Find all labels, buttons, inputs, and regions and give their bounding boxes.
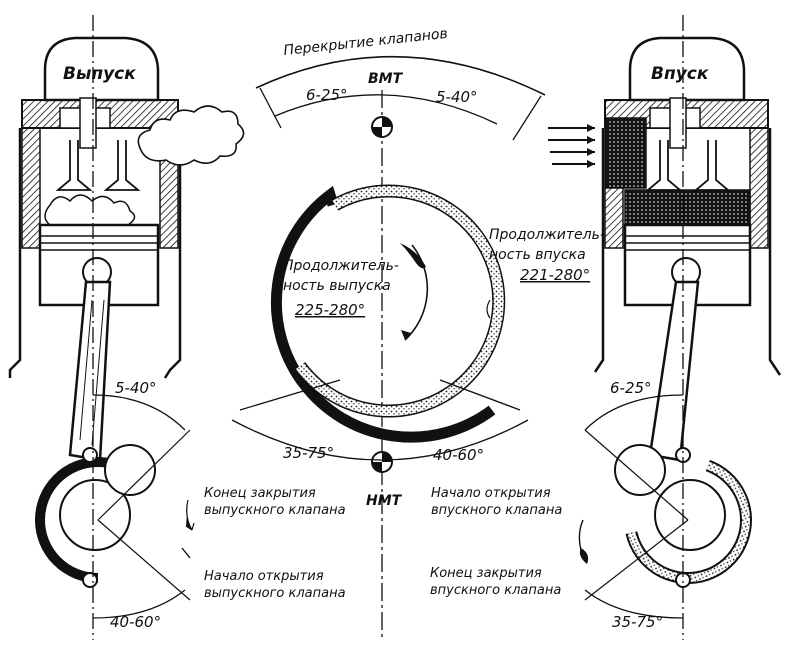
intake-duration-value: 221-280°	[520, 266, 590, 284]
exhaust-title: Выпуск	[63, 64, 136, 84]
exhaust-duration-line1: Продолжитель-	[283, 258, 399, 274]
intake-arrows	[548, 124, 595, 168]
intake-duration-arc	[295, 186, 504, 416]
exhaust-smoke	[137, 105, 245, 166]
overlap-label: Перекрытие клапанов	[283, 26, 449, 59]
exhaust-cylinder	[8, 36, 182, 588]
bottom-right-angle: 40-60°	[433, 446, 484, 464]
exhaust-duration-value: 225-280°	[295, 301, 365, 319]
exhaust-duration-arc	[270, 185, 496, 443]
exhaust-close-line2: выпускного клапана	[204, 503, 346, 518]
bdc-marker	[371, 451, 393, 473]
intake-duration-line2: ность впуска	[489, 247, 586, 263]
exhaust-open-line2: выпускного клапана	[204, 586, 346, 601]
exhaust-duration-line2: ность выпуска	[283, 278, 391, 294]
top-right-angle: 5-40°	[436, 88, 478, 106]
top-left-angle: 6-25°	[306, 86, 348, 104]
intake-duration-line1: Продолжитель-	[489, 227, 605, 243]
right-crank-bottom-angle: 35-75°	[612, 613, 663, 631]
left-crank-bottom-angle: 40-60°	[110, 613, 161, 631]
intake-close-line2: впускного клапана	[430, 583, 561, 598]
left-crank-top-angle: 5-40°	[115, 379, 157, 397]
intake-open-line2: впускного клапана	[431, 503, 562, 518]
intake-open-line1: Начало открытия	[431, 486, 551, 501]
bdc-label: НМТ	[366, 493, 403, 509]
intake-title: Впуск	[651, 64, 709, 84]
right-crank-top-angle: 6-25°	[610, 379, 652, 397]
tdc-label: ВМТ	[368, 71, 404, 87]
exhaust-close-line1: Конец закрытия	[204, 486, 316, 501]
intake-close-line1: Конец закрытия	[430, 566, 542, 581]
bottom-left-angle: 35-75°	[283, 444, 334, 462]
exhaust-open-line1: Начало открытия	[204, 569, 324, 584]
tdc-marker	[371, 116, 393, 138]
intake-cylinder	[593, 36, 782, 588]
